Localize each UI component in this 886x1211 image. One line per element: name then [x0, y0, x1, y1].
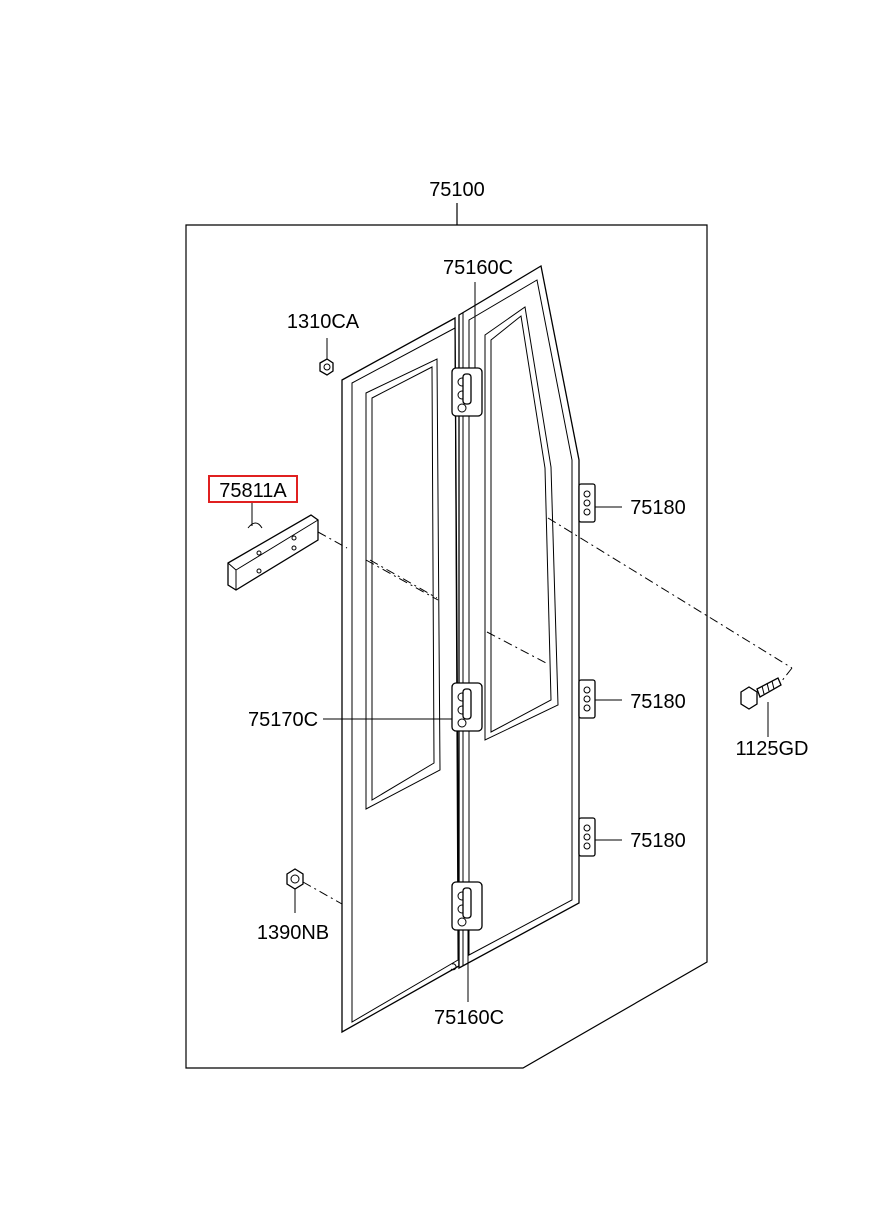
label-75100: 75100 [429, 179, 485, 201]
hinge-mid [451, 682, 483, 732]
assembly-frame [185, 203, 708, 1069]
label-1390nb: 1390NB [257, 922, 329, 944]
label-75160c-bottom: 75160C [434, 1007, 504, 1029]
label-75811a: 75811A [219, 480, 287, 502]
nut-1390nb-part [286, 868, 304, 890]
label-75180-2: 75180 [630, 691, 686, 713]
label-75170c: 75170C [248, 709, 318, 731]
bracket-part [227, 514, 319, 591]
striker-3 [578, 817, 596, 857]
bolt-1125gd-part [740, 677, 782, 710]
label-75160c-top: 75160C [443, 257, 513, 279]
label-1125gd: 1125GD [735, 738, 808, 760]
latch-mark [450, 963, 457, 971]
nut-1310ca-part [319, 358, 334, 376]
hinge-top [451, 367, 483, 417]
striker-2 [578, 679, 596, 719]
striker-1 [578, 483, 596, 523]
label-75180-1: 75180 [630, 497, 686, 519]
highlight-box [208, 475, 298, 503]
right-door-panel [458, 264, 580, 970]
hinge-bottom [451, 881, 483, 931]
label-75180-3: 75180 [630, 830, 686, 852]
left-door-panel [341, 316, 460, 1034]
label-1310ca: 1310CA [287, 311, 360, 333]
